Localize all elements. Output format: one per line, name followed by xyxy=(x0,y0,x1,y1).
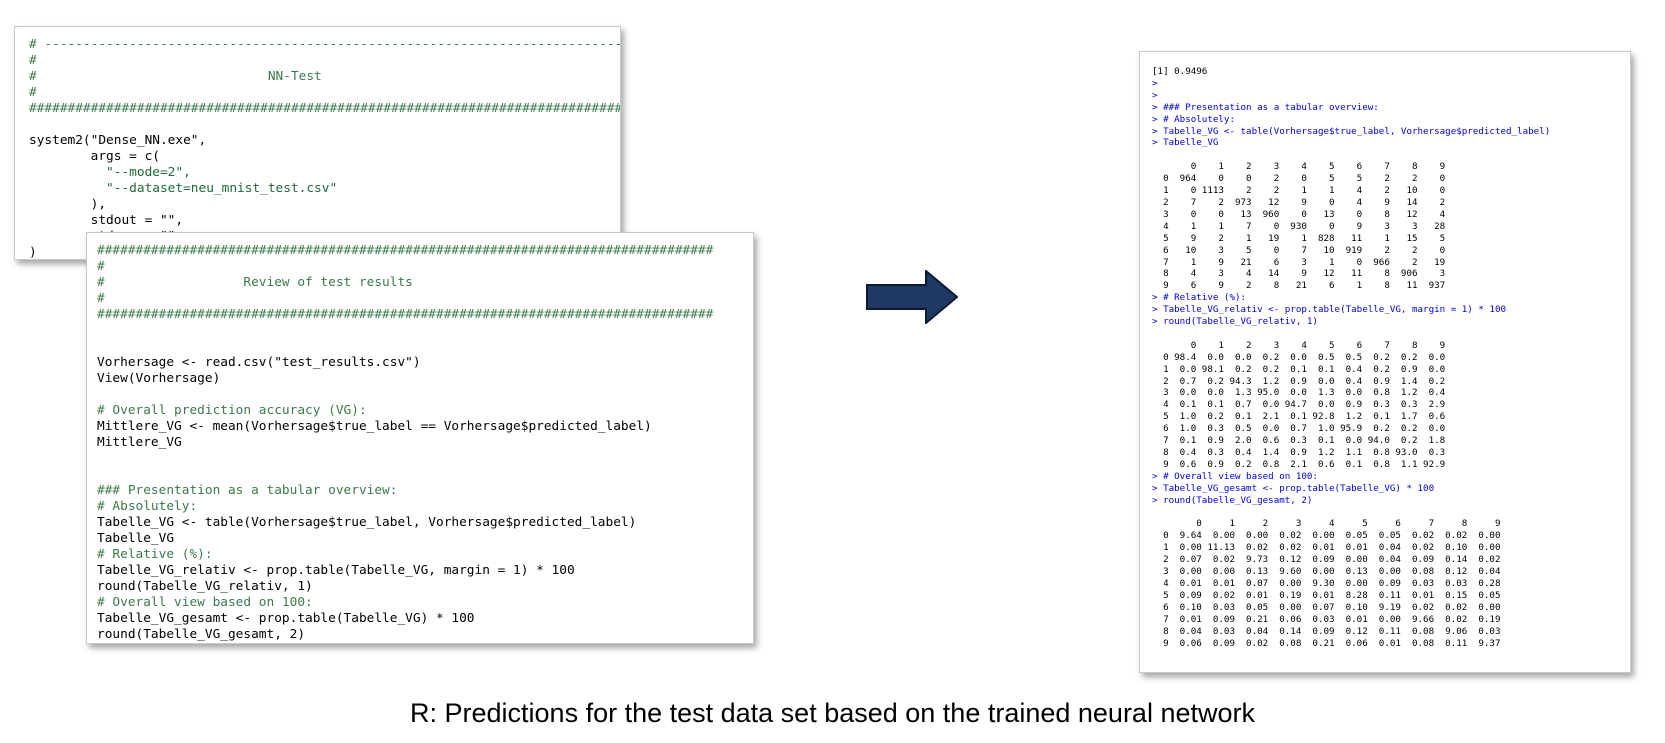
code-line: 8 4 3 4 14 9 12 11 8 906 3 xyxy=(1152,268,1446,280)
code-line: 2 0.07 0.02 9.73 0.12 0.09 0.00 0.04 0.0… xyxy=(1152,554,1501,566)
code-line: Tabelle_VG_relativ <- prop.table(Tabelle… xyxy=(97,563,575,578)
code-line: # NN-Test xyxy=(29,69,322,84)
console-text: [1] 0.9496 > > > ### Presentation as a t… xyxy=(1140,52,1630,649)
script-editor-nn-test[interactable]: # --------------------------------------… xyxy=(14,26,621,260)
code-line: 0 1 2 3 4 5 6 7 8 9 xyxy=(1152,518,1501,530)
code-line: 3 0 0 13 960 0 13 0 8 12 4 xyxy=(1152,208,1446,220)
code-line: # xyxy=(29,85,37,100)
right-arrow-icon xyxy=(866,270,958,324)
code-line: > Tabelle_VG <- table(Vorhersage$true_la… xyxy=(1152,125,1551,137)
code-line: # xyxy=(97,259,105,274)
code-line: # Absolutely: xyxy=(97,499,198,514)
code-line: "--mode=2", xyxy=(29,165,191,180)
code-line: > xyxy=(1152,77,1158,89)
code-line: # Overall view based on 100: xyxy=(97,595,313,610)
code-line: # Review of test results xyxy=(97,275,413,290)
r-console-output[interactable]: [1] 0.9496 > > > ### Presentation as a t… xyxy=(1139,51,1631,673)
code-line: ########################################… xyxy=(97,243,714,258)
code-line: > xyxy=(1152,89,1158,101)
code-line: Mittlere_VG xyxy=(97,435,182,450)
code-line: 7 0.01 0.09 0.21 0.06 0.03 0.01 0.00 9.6… xyxy=(1152,613,1501,625)
code-line: 5 1.0 0.2 0.1 2.1 0.1 92.8 1.2 0.1 1.7 0… xyxy=(1152,411,1446,423)
code-line: 9 6 9 2 8 21 6 1 8 11 937 xyxy=(1152,280,1446,292)
code-line: 6 0.10 0.03 0.05 0.00 0.07 0.10 9.19 0.0… xyxy=(1152,601,1501,613)
code-line: 3 0.0 0.0 1.3 95.0 0.0 1.3 0.0 0.8 1.2 0… xyxy=(1152,387,1446,399)
code-line: Tabelle_VG <- table(Vorhersage$true_labe… xyxy=(97,515,637,530)
slide-caption: R: Predictions for the test data set bas… xyxy=(410,698,1255,728)
code-line: round(Tabelle_VG_relativ, 1) xyxy=(97,579,313,594)
code-line: > Tabelle_VG xyxy=(1152,137,1219,149)
code-line: 0 1 2 3 4 5 6 7 8 9 xyxy=(1152,161,1446,173)
code-line: # xyxy=(97,291,105,306)
code-line: > round(Tabelle_VG_relativ, 1) xyxy=(1152,316,1318,328)
code-block: # --------------------------------------… xyxy=(15,27,621,260)
code-line: 5 0.09 0.02 0.01 0.19 0.01 8.28 0.11 0.0… xyxy=(1152,589,1501,601)
code-line: 0 9.64 0.00 0.00 0.02 0.00 0.05 0.05 0.0… xyxy=(1152,530,1501,542)
code-line: 9 0.6 0.9 0.2 0.8 2.1 0.6 0.1 0.8 1.1 92… xyxy=(1152,458,1446,470)
code-line: > round(Tabelle_VG_gesamt, 2) xyxy=(1152,494,1313,506)
code-line: 8 0.4 0.3 0.4 1.4 0.9 1.2 1.1 0.8 93.0 0… xyxy=(1152,447,1446,458)
code-line: 6 10 3 5 0 7 10 919 2 2 0 xyxy=(1152,244,1446,256)
code-line: View(Vorhersage) xyxy=(97,371,221,386)
code-line: # --------------------------------------… xyxy=(29,37,621,52)
code-line: 5 9 2 1 19 1 828 11 1 15 5 xyxy=(1152,232,1446,244)
code-line: > # Absolutely: xyxy=(1152,113,1235,125)
code-line: Tabelle_VG xyxy=(97,531,175,546)
code-line: system2("Dense_NN.exe", xyxy=(29,133,207,148)
code-line: 7 0.1 0.9 2.0 0.6 0.3 0.1 0.0 94.0 0.2 1… xyxy=(1152,435,1446,447)
script-editor-review[interactable]: ########################################… xyxy=(86,232,754,644)
code-line: Vorhersage <- read.csv("test_results.csv… xyxy=(97,355,421,370)
code-line: 2 0.7 0.2 94.3 1.2 0.9 0.0 0.4 0.9 1.4 0… xyxy=(1152,375,1446,387)
code-line: 0 98.4 0.0 0.0 0.2 0.0 0.5 0.5 0.2 0.2 0… xyxy=(1152,351,1446,363)
code-line: Tabelle_VG_gesamt <- prop.table(Tabelle_… xyxy=(97,611,475,626)
code-line: 3 0.00 0.00 0.13 9.60 0.00 0.13 0.00 0.0… xyxy=(1152,566,1501,578)
code-line: 1 0.0 98.1 0.2 0.2 0.1 0.1 0.4 0.2 0.9 0… xyxy=(1152,363,1446,375)
code-line: > # Relative (%): xyxy=(1152,292,1247,304)
code-line: Mittlere_VG <- mean(Vorhersage$true_labe… xyxy=(97,419,652,434)
code-line: 4 0.1 0.1 0.7 0.0 94.7 0.0 0.9 0.3 0.3 2… xyxy=(1152,399,1446,411)
code-line: 6 1.0 0.3 0.5 0.0 0.7 1.0 95.9 0.2 0.2 0… xyxy=(1152,423,1446,435)
code-line: ) xyxy=(29,245,37,260)
code-line: ### Presentation as a tabular overview: xyxy=(97,483,398,498)
code-line: 8 0.04 0.03 0.04 0.14 0.09 0.12 0.11 0.0… xyxy=(1152,625,1501,637)
code-line: 4 0.01 0.01 0.07 0.00 9.30 0.00 0.09 0.0… xyxy=(1152,577,1501,589)
code-line: ########################################… xyxy=(97,307,714,322)
code-line: 1 0.00 11.13 0.02 0.02 0.01 0.01 0.04 0.… xyxy=(1152,542,1501,554)
code-line: stdout = "", xyxy=(29,213,184,228)
code-line: # Overall prediction accuracy (VG): xyxy=(97,403,367,418)
code-line: > ### Presentation as a tabular overview… xyxy=(1152,101,1379,113)
code-line: 7 1 9 21 6 3 1 0 966 2 19 xyxy=(1152,256,1446,268)
code-line: 0 1 2 3 4 5 6 7 8 9 xyxy=(1152,339,1446,351)
code-line: > Tabelle_VG_relativ <- prop.table(Tabel… xyxy=(1152,304,1507,316)
code-line: [1] 0.9496 xyxy=(1152,66,1208,77)
code-line: args = c( xyxy=(29,149,160,164)
code-line: ########################################… xyxy=(29,101,621,116)
code-line: # Relative (%): xyxy=(97,547,213,562)
code-line: "--dataset=neu_mnist_test.csv" xyxy=(29,181,338,196)
code-line: > Tabelle_VG_gesamt <- prop.table(Tabell… xyxy=(1152,482,1435,494)
code-block: ########################################… xyxy=(87,233,753,643)
code-line: 0 964 0 0 2 0 5 5 2 2 0 xyxy=(1152,173,1446,185)
code-line: > # Overall view based on 100: xyxy=(1152,470,1318,482)
code-line: 1 0 1113 2 2 1 1 4 2 10 0 xyxy=(1152,185,1446,197)
code-line: ), xyxy=(29,197,107,212)
code-line: 2 7 2 973 12 9 0 4 9 14 2 xyxy=(1152,196,1446,208)
code-line: # xyxy=(29,53,37,68)
code-line: 9 0.06 0.09 0.02 0.08 0.21 0.06 0.01 0.0… xyxy=(1152,637,1501,649)
code-line: round(Tabelle_VG_gesamt, 2) xyxy=(97,627,306,642)
code-line: 4 1 1 7 0 930 0 9 3 3 28 xyxy=(1152,220,1446,232)
